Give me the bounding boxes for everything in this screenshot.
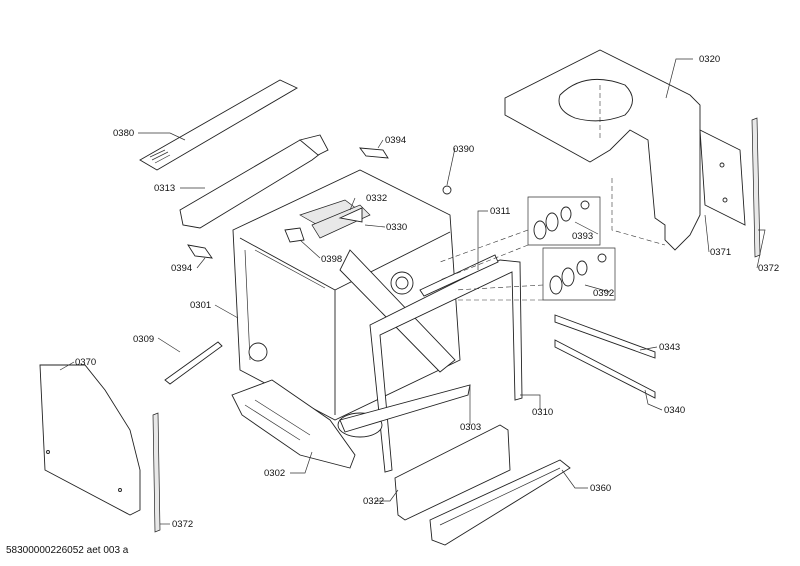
label-0322: 0322 <box>363 496 384 507</box>
label-0392: 0392 <box>593 288 614 299</box>
label-0302: 0302 <box>264 468 285 479</box>
label-0372-right: 0372 <box>758 263 779 274</box>
label-0372-left: 0372 <box>172 519 193 530</box>
part-0311-seal <box>419 254 499 297</box>
part-0372-strip-left <box>152 412 161 533</box>
label-0390: 0390 <box>453 144 474 155</box>
label-0311: 0311 <box>490 206 510 217</box>
label-0394-lower: 0394 <box>171 263 192 274</box>
detail-box-0392 <box>454 247 616 301</box>
part-0394-bracket-upper <box>359 147 389 159</box>
part-0380-top-strip <box>139 79 298 171</box>
label-0320: 0320 <box>699 54 720 65</box>
part-0371-side-bracket <box>699 129 746 226</box>
diagram-id-caption: 58300000226052 aet 003 a <box>6 545 129 556</box>
part-0360-bottom-cover <box>429 459 571 546</box>
label-0393: 0393 <box>572 231 593 242</box>
part-0394-bracket-lower <box>187 244 213 259</box>
detail-box-0393 <box>439 196 601 281</box>
label-0370: 0370 <box>75 357 96 368</box>
label-0394-upper: 0394 <box>385 135 406 146</box>
label-0313: 0313 <box>154 183 175 194</box>
label-0309: 0309 <box>133 334 154 345</box>
part-0398-clip <box>284 227 305 243</box>
part-0310-door-seal <box>369 259 523 473</box>
part-0330-dispenser <box>311 204 371 239</box>
leader-lines <box>59 58 766 525</box>
part-0370-side-panel <box>39 364 141 516</box>
part-0302-base <box>231 379 356 469</box>
label-0340: 0340 <box>664 405 685 416</box>
label-0332: 0332 <box>366 193 387 204</box>
label-0380: 0380 <box>113 128 134 139</box>
part-0390-knob <box>442 185 452 195</box>
label-0310: 0310 <box>532 407 553 418</box>
label-0343: 0343 <box>659 342 680 353</box>
part-labels: 0320 0380 0394 0390 0313 0332 0311 0330 … <box>75 54 779 530</box>
part-0322-kickplate <box>394 424 511 521</box>
part-0372-strip-right <box>751 117 761 258</box>
label-0330: 0330 <box>386 222 407 233</box>
part-0303-sump <box>337 384 471 438</box>
label-0371: 0371 <box>710 247 731 258</box>
label-0303: 0303 <box>460 422 481 433</box>
part-0320-top-cover <box>504 49 701 251</box>
part-0343-rail <box>554 314 656 359</box>
part-0313-bar <box>179 134 329 229</box>
label-0398: 0398 <box>321 254 342 265</box>
label-0301: 0301 <box>190 300 211 311</box>
part-0340-rail <box>554 339 656 399</box>
part-0309-rail <box>164 341 223 385</box>
label-0360: 0360 <box>590 483 611 494</box>
